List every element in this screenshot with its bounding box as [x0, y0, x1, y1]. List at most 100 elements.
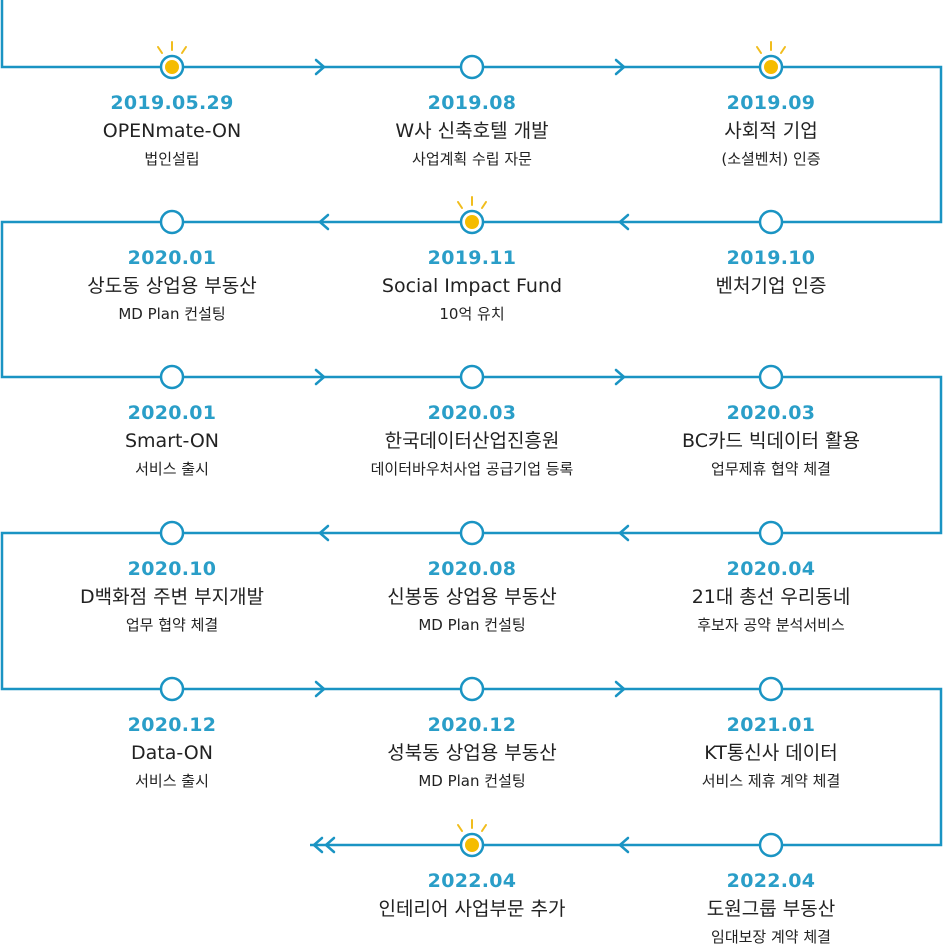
sun-ray-icon [481, 824, 487, 832]
timeline-event: 2020.12 성북동 상업용 부동산 MD Plan 컨설팅 [322, 712, 622, 794]
timeline-event: 2019.10 벤처기업 인증 [621, 245, 921, 301]
sun-ray-icon [157, 46, 163, 54]
event-title: D백화점 주변 부지개발 [79, 586, 265, 608]
event-date: 2019.11 [427, 247, 517, 269]
timeline-event: 2022.04 인테리어 사업부문 추가 [322, 868, 622, 924]
sun-ray-icon [457, 824, 463, 832]
timeline-line [0, 0, 943, 847]
circle-node-icon [159, 209, 185, 235]
event-title: W사 신축호텔 개발 [395, 120, 549, 142]
event-title: 사회적 기업 [724, 120, 818, 142]
sunburst-node-core [465, 215, 479, 229]
circle-node-icon [758, 520, 784, 546]
event-title: KT통신사 데이터 [704, 742, 838, 764]
event-date: 2019.05.29 [110, 92, 234, 114]
sunburst-node-core [165, 60, 179, 74]
event-title: Smart-ON [124, 430, 220, 452]
event-title: 인테리어 사업부문 추가 [378, 898, 566, 920]
event-title: BC카드 빅데이터 활용 [682, 430, 860, 452]
circle-node-icon [459, 54, 485, 80]
circle-node-icon [159, 676, 185, 702]
event-date: 2020.10 [127, 558, 217, 580]
event-date: 2020.08 [427, 558, 517, 580]
event-subtitle: 업무제휴 협약 체결 [711, 460, 831, 478]
timeline-event: 2020.08 신봉동 상업용 부동산 MD Plan 컨설팅 [322, 556, 622, 638]
event-date: 2020.12 [127, 714, 217, 736]
circle-node-icon [459, 520, 485, 546]
event-date: 2020.04 [726, 558, 816, 580]
event-title: 성북동 상업용 부동산 [387, 742, 557, 764]
sun-ray-icon [481, 201, 487, 209]
timeline-event: 2020.01 상도동 상업용 부동산 MD Plan 컨설팅 [22, 245, 322, 327]
sun-ray-icon [181, 46, 187, 54]
double-chevron-icon [324, 836, 336, 854]
sunburst-node-core [764, 60, 778, 74]
event-title: OPENmate-ON [102, 120, 242, 142]
circle-node-icon [758, 209, 784, 235]
event-subtitle: MD Plan 컨설팅 [418, 616, 526, 634]
sun-ray-icon [756, 46, 762, 54]
event-date: 2020.01 [127, 247, 217, 269]
event-date: 2022.04 [427, 870, 517, 892]
event-subtitle: 업무 협약 체결 [125, 616, 219, 634]
event-title: Social Impact Fund [381, 275, 563, 297]
circle-node-icon [459, 364, 485, 390]
event-title: 21대 총선 우리동네 [691, 586, 851, 608]
event-title: Data-ON [131, 742, 213, 764]
circle-node-icon [159, 520, 185, 546]
event-date: 2019.09 [726, 92, 816, 114]
event-subtitle: 서비스 제휴 계약 체결 [701, 772, 841, 790]
sun-ray-icon [780, 46, 786, 54]
event-title: 신봉동 상업용 부동산 [387, 586, 557, 608]
event-title: 도원그룹 부동산 [706, 898, 836, 920]
sun-ray-icon [457, 201, 463, 209]
event-date: 2021.01 [726, 714, 816, 736]
sunburst-node-core [465, 838, 479, 852]
chevron-arrow-icon [618, 836, 630, 854]
event-date: 2022.04 [726, 870, 816, 892]
chevron-arrow-icon [314, 680, 326, 698]
chevron-arrow-icon [314, 368, 326, 386]
event-subtitle: 사업계획 수립 자문 [412, 150, 532, 168]
event-subtitle: 후보자 공약 분석서비스 [697, 616, 845, 634]
event-title: 한국데이터산업진흥원 [384, 430, 560, 452]
circle-node-icon [758, 832, 784, 858]
circle-node-icon [758, 676, 784, 702]
event-date: 2020.03 [726, 402, 816, 424]
event-date: 2020.12 [427, 714, 517, 736]
event-subtitle: (소셜벤처) 인증 [721, 150, 821, 168]
timeline-path [0, 0, 943, 847]
event-subtitle: 서비스 출시 [135, 772, 209, 790]
event-title: 벤처기업 인증 [715, 275, 827, 297]
chevron-arrow-icon [318, 524, 330, 542]
chevron-arrow-icon [618, 213, 630, 231]
chevron-arrow-icon [618, 524, 630, 542]
timeline-arrows [312, 58, 630, 854]
event-date: 2020.03 [427, 402, 517, 424]
circle-node-icon [459, 676, 485, 702]
event-subtitle: 임대보장 계약 체결 [711, 928, 831, 946]
chevron-arrow-icon [314, 58, 326, 76]
event-subtitle: 10억 유치 [439, 305, 505, 323]
circle-node-icon [758, 364, 784, 390]
event-subtitle: 서비스 출시 [135, 460, 209, 478]
event-date: 2019.08 [427, 92, 517, 114]
event-subtitle: MD Plan 컨설팅 [418, 772, 526, 790]
event-title: 상도동 상업용 부동산 [87, 275, 257, 297]
chevron-arrow-icon [614, 58, 626, 76]
double-chevron-icon [312, 836, 324, 854]
event-subtitle: MD Plan 컨설팅 [118, 305, 226, 323]
event-date: 2019.10 [726, 247, 816, 269]
